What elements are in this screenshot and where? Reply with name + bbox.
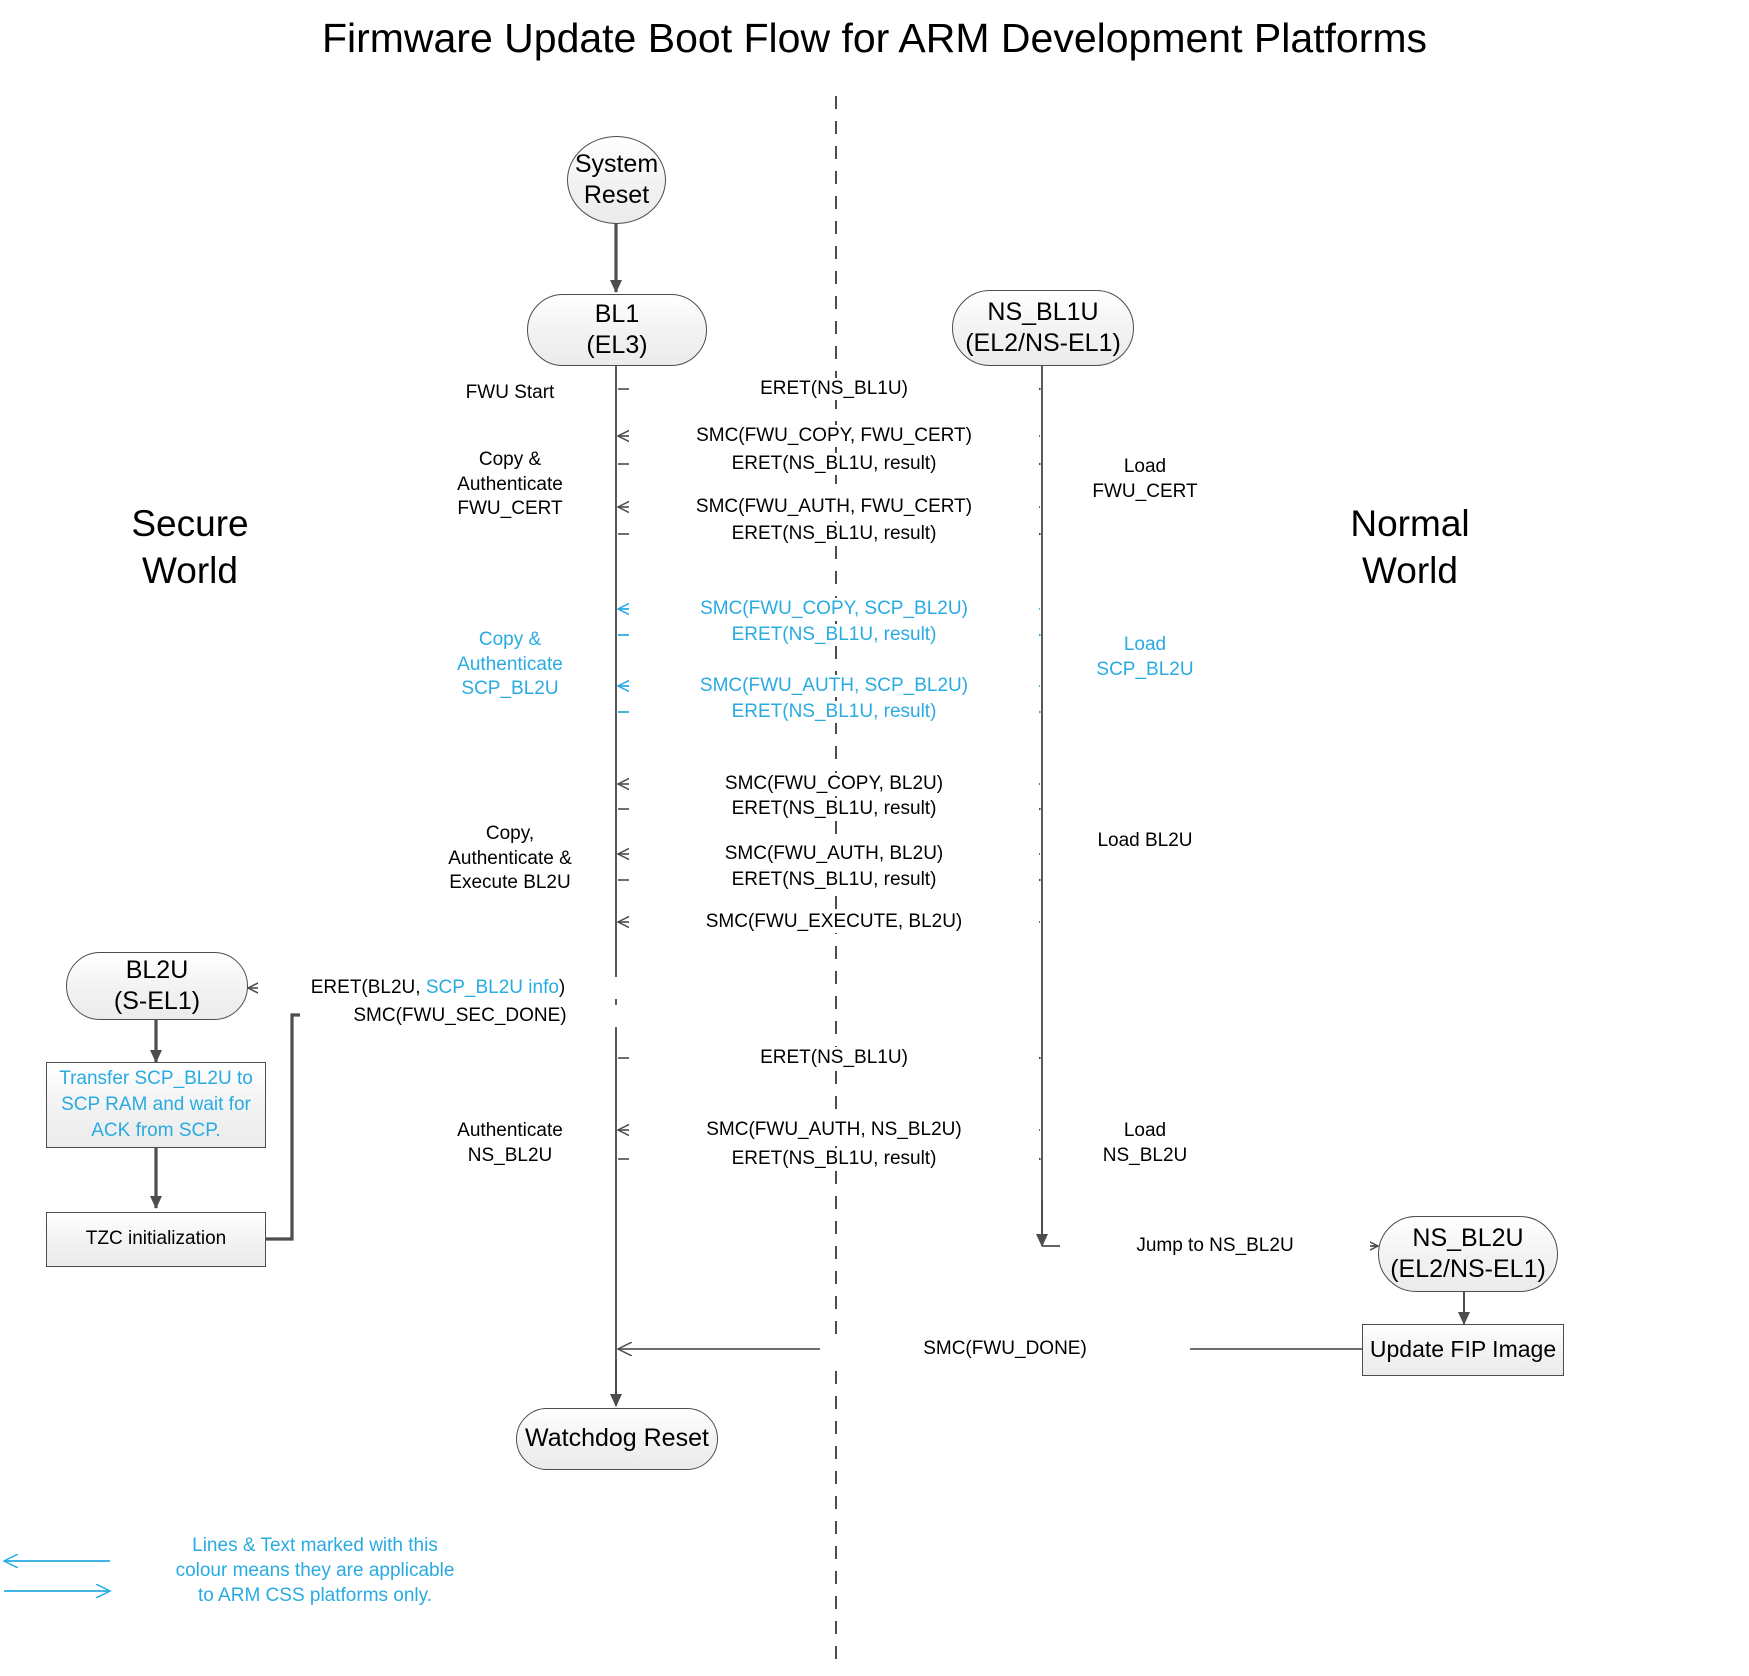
note-authenticate-ns-bl2u: Authenticate NS_BL2U bbox=[457, 1120, 563, 1166]
node-bl1[interactable]: BL1 (EL3) bbox=[527, 294, 707, 366]
message-label-m2: SMC(FWU_COPY, FWU_CERT) bbox=[629, 425, 1039, 448]
secure-world-label: Secure World bbox=[131, 503, 249, 592]
box-update-fip-image-label: Update FIP Image bbox=[1369, 1336, 1557, 1363]
message-label-m14: SMC(FWU_EXECUTE, BL2U) bbox=[629, 911, 1039, 934]
eret-bl2u-highlight: SCP_BL2U info bbox=[425, 977, 559, 998]
note-load-scp-bl2u: Load SCP_BL2U bbox=[1096, 634, 1194, 680]
box-transfer-scp-bl2u: Transfer SCP_BL2U to SCP RAM and wait fo… bbox=[46, 1062, 266, 1148]
node-watchdog-reset-label: Watchdog Reset bbox=[525, 1424, 709, 1453]
message-label-m6: SMC(FWU_COPY, SCP_BL2U) bbox=[629, 598, 1039, 621]
note-copy-auth-scp-bl2u: Copy & Authenticate SCP_BL2U bbox=[457, 629, 563, 700]
message-label-m7: ERET(NS_BL1U, result) bbox=[629, 624, 1039, 647]
message-label-m9: ERET(NS_BL1U, result) bbox=[629, 701, 1039, 724]
box-tzc-initialization: TZC initialization bbox=[46, 1212, 266, 1267]
message-label-m12: SMC(FWU_AUTH, BL2U) bbox=[629, 843, 1039, 866]
message-label-m11: ERET(NS_BL1U, result) bbox=[629, 798, 1039, 821]
note-load-fwu-cert: Load FWU_CERT bbox=[1092, 456, 1198, 502]
node-ns-bl1u-label: NS_BL1U (EL2/NS-EL1) bbox=[965, 297, 1121, 357]
message-label-m3: ERET(NS_BL1U, result) bbox=[629, 453, 1039, 476]
page-title: Firmware Update Boot Flow for ARM Develo… bbox=[321, 15, 1428, 61]
box-update-fip-image: Update FIP Image bbox=[1362, 1324, 1564, 1376]
message-label-m15: SMC(FWU_SEC_DONE) bbox=[300, 1005, 620, 1028]
eret-bl2u-suffix: ) bbox=[558, 977, 566, 998]
node-system-reset[interactable]: System Reset bbox=[567, 136, 666, 224]
note-copy-auth-exec-bl2u: Copy, Authenticate & Execute BL2U bbox=[448, 823, 572, 894]
box-tzc-initialization-label: TZC initialization bbox=[85, 1228, 227, 1250]
node-system-reset-label: System Reset bbox=[574, 149, 659, 209]
note-load-ns-bl2u: Load NS_BL2U bbox=[1102, 1120, 1188, 1166]
node-bl2u[interactable]: BL2U (S-EL1) bbox=[66, 952, 248, 1020]
message-label-m10: SMC(FWU_COPY, BL2U) bbox=[629, 773, 1039, 796]
node-watchdog-reset[interactable]: Watchdog Reset bbox=[516, 1408, 718, 1470]
node-bl2u-label: BL2U (S-EL1) bbox=[113, 955, 201, 1015]
message-label-m13: ERET(NS_BL1U, result) bbox=[629, 869, 1039, 892]
box-transfer-scp-bl2u-label: Transfer SCP_BL2U to SCP RAM and wait fo… bbox=[59, 1067, 253, 1142]
note-copy-auth-fwu-cert: Copy & Authenticate FWU_CERT bbox=[457, 449, 563, 520]
message-label-m17: SMC(FWU_AUTH, NS_BL2U) bbox=[629, 1119, 1039, 1142]
message-label-m4: SMC(FWU_AUTH, FWU_CERT) bbox=[629, 496, 1039, 519]
message-label-m16: ERET(NS_BL1U) bbox=[629, 1047, 1039, 1070]
note-load-bl2u: Load BL2U bbox=[1097, 830, 1193, 851]
node-ns-bl2u-label: NS_BL2U (EL2/NS-EL1) bbox=[1390, 1223, 1546, 1283]
message-label-m5: ERET(NS_BL1U, result) bbox=[629, 523, 1039, 546]
normal-world-label: Normal World bbox=[1350, 503, 1470, 592]
eret-bl2u-prefix: ERET(BL2U, bbox=[310, 977, 426, 998]
message-label-m18: ERET(NS_BL1U, result) bbox=[629, 1148, 1039, 1171]
message-label-m20: SMC(FWU_DONE) bbox=[820, 1338, 1190, 1361]
node-ns-bl1u[interactable]: NS_BL1U (EL2/NS-EL1) bbox=[952, 290, 1134, 366]
message-label-eret-bl2u: ERET(BL2U, SCP_BL2U info) bbox=[258, 977, 618, 1000]
message-label-m1: ERET(NS_BL1U) bbox=[629, 378, 1039, 401]
message-label-m8: SMC(FWU_AUTH, SCP_BL2U) bbox=[629, 675, 1039, 698]
note-fwu-start: FWU Start bbox=[465, 382, 555, 403]
node-ns-bl2u[interactable]: NS_BL2U (EL2/NS-EL1) bbox=[1378, 1216, 1558, 1292]
node-bl1-label: BL1 (EL3) bbox=[586, 299, 648, 359]
message-label-m19: Jump to NS_BL2U bbox=[1060, 1235, 1370, 1258]
legend-label: Lines & Text marked with this colour mea… bbox=[175, 1535, 455, 1607]
